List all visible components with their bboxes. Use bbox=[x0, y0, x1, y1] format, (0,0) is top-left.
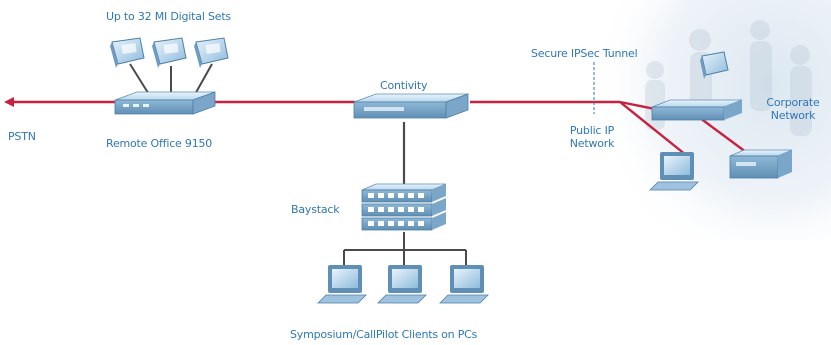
contivity-label: Contivity bbox=[380, 79, 428, 92]
pc-icon bbox=[439, 265, 489, 304]
corporate-line1: Corporate bbox=[766, 96, 820, 109]
router-icon bbox=[651, 99, 743, 121]
router-icon bbox=[353, 93, 469, 119]
digital-sets-label: Up to 32 MI Digital Sets bbox=[106, 10, 231, 23]
server-icon bbox=[729, 149, 793, 179]
digital-phone-icon bbox=[110, 37, 145, 68]
pc-icon bbox=[317, 265, 367, 304]
pc-icon bbox=[377, 265, 427, 304]
pstn-label: PSTN bbox=[8, 130, 36, 143]
public-ip-line2: Network bbox=[569, 137, 615, 150]
digital-phone-icon bbox=[700, 51, 729, 79]
switch-stack-icon bbox=[361, 183, 447, 231]
pc-icon bbox=[649, 152, 699, 191]
router-icon bbox=[114, 91, 216, 115]
link-to-corporate-pc bbox=[619, 101, 687, 156]
digital-phone-icon bbox=[194, 37, 229, 68]
remote-office-label: Remote Office 9150 bbox=[106, 137, 213, 150]
digital-phone-icon bbox=[152, 37, 187, 68]
clients-label: Symposium/CallPilot Clients on PCs bbox=[290, 328, 478, 341]
secure-tunnel-label: Secure IPSec Tunnel bbox=[531, 47, 638, 60]
baystack-label: Baystack bbox=[291, 203, 340, 216]
corporate-line2: Network bbox=[770, 109, 816, 122]
corporate-network-label: Corporate Network bbox=[756, 96, 830, 122]
public-ip-line1: Public IP bbox=[569, 124, 615, 137]
link-to-corporate-server bbox=[699, 117, 751, 156]
public-ip-label: Public IP Network bbox=[556, 124, 628, 150]
pstn-arrow bbox=[4, 97, 120, 107]
